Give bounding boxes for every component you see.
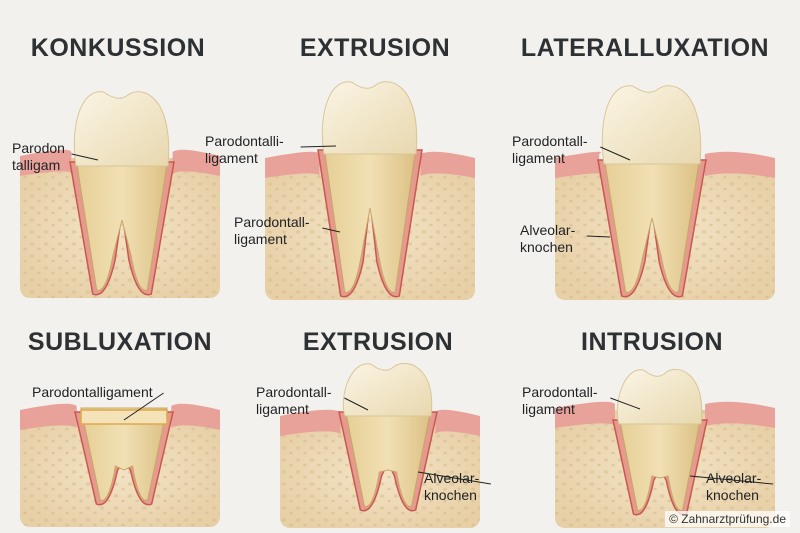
tooth-crown <box>73 91 170 167</box>
label-line: Alveolar- <box>520 222 576 238</box>
tooth-crown <box>342 362 433 417</box>
gingiva-left <box>555 151 601 178</box>
tooth-roots <box>75 157 169 291</box>
label-line: knochen <box>706 487 759 503</box>
panel-2-title: EXTRUSION <box>299 34 451 62</box>
panel-4-label-1: Parodontalligament <box>32 384 153 401</box>
leader-line <box>71 153 99 161</box>
tooth-roots <box>80 407 168 501</box>
tooth-roots <box>603 155 701 293</box>
gingiva-left <box>265 151 320 178</box>
label-line: Parodon <box>12 140 65 156</box>
leader-line <box>586 235 611 238</box>
label-line: Parodontalligament <box>32 384 153 400</box>
panel-5-label-2: Alveolar-knochen <box>424 470 479 504</box>
label-line: ligament <box>205 150 258 166</box>
label-line: knochen <box>520 239 573 255</box>
label-line: ligament <box>256 401 309 417</box>
label-line: Parodontall- <box>522 384 598 400</box>
tooth-crown <box>601 85 702 165</box>
label-line: Parodontalli- <box>205 133 284 149</box>
gingiva-left <box>20 149 72 176</box>
panel-1-illustration <box>20 91 220 298</box>
panel-3-label-2: Alveolar-knochen <box>520 222 575 256</box>
label-line: ligament <box>522 401 575 417</box>
tooth-cut-surface <box>80 409 168 425</box>
panel-3-label-1: Parodontall-ligament <box>512 133 588 167</box>
panel-4-illustration <box>20 403 220 527</box>
label-line: talligam <box>12 157 61 173</box>
panel-6-illustration <box>555 368 775 528</box>
leader-line <box>300 145 337 148</box>
label-line: Parodontall- <box>512 133 588 149</box>
tooth-crown <box>321 81 418 155</box>
gingiva-right <box>704 151 775 178</box>
label-line: knochen <box>424 487 477 503</box>
gingiva-left <box>555 401 615 428</box>
tooth-roots <box>344 407 432 507</box>
bone-texture <box>20 412 220 527</box>
label-line: Alveolar- <box>424 470 480 486</box>
leader-line <box>322 227 341 233</box>
gingiva-right <box>420 151 475 178</box>
panel-2-illustration <box>265 81 475 300</box>
panel-1-title: KONKUSSION <box>30 34 206 62</box>
leader-line <box>610 397 641 410</box>
panel-5-illustration <box>280 362 480 528</box>
panel-5-title: EXTRUSION <box>302 328 454 356</box>
leader-line <box>344 397 369 411</box>
panel-6-label-1: Parodontall-ligament <box>522 384 598 418</box>
leader-line <box>123 392 164 421</box>
gingiva-right <box>435 409 480 436</box>
label-line: Parodontall- <box>256 384 332 400</box>
label-line: Parodontall- <box>234 214 310 230</box>
gingiva-left <box>280 409 341 436</box>
gingiva-left <box>20 403 77 430</box>
panel-2-label-1: Parodontalli-ligament <box>205 133 284 167</box>
panel-6-label-2: Alveolar-knochen <box>706 470 761 504</box>
label-line: Alveolar- <box>706 470 762 486</box>
tooth-crown <box>616 368 703 425</box>
tooth-roots <box>323 145 417 293</box>
leader-line <box>689 475 773 485</box>
panel-3-illustration <box>555 85 775 300</box>
gingiva-right <box>171 403 220 430</box>
copyright-notice: © Zahnarztprüfung.de <box>665 511 790 527</box>
label-line: ligament <box>512 150 565 166</box>
leader-line <box>600 146 631 161</box>
tooth-roots <box>618 415 702 511</box>
gingiva-right <box>705 401 775 428</box>
panel-4-title: SUBLUXATION <box>27 328 213 356</box>
panel-2-label-2: Parodontall-ligament <box>234 214 310 248</box>
gingiva-right <box>172 149 220 176</box>
panel-5-label-1: Parodontall-ligament <box>256 384 332 418</box>
bone-texture <box>265 160 475 300</box>
panel-6-title: INTRUSION <box>581 328 723 356</box>
leader-line <box>417 471 491 485</box>
panel-3-title: LATERALLUXATION <box>520 34 770 62</box>
label-line: ligament <box>234 231 287 247</box>
